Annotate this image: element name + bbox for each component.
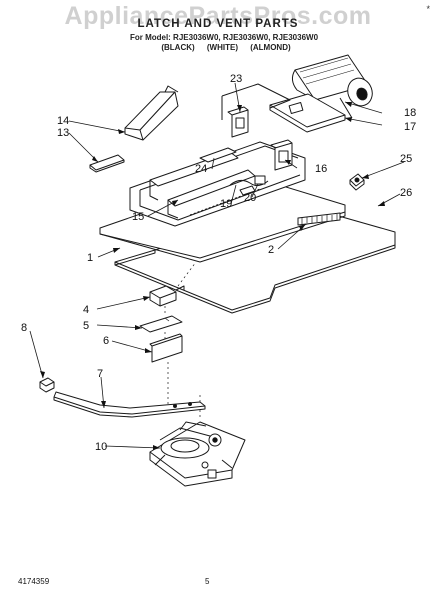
callout-26: 26 xyxy=(400,187,412,199)
callout-4: 4 xyxy=(83,304,89,316)
callout-20: 20 xyxy=(244,192,256,204)
callout-24: 24 xyxy=(195,163,207,175)
part-14-latch-bracket xyxy=(124,85,179,141)
callout-2: 2 xyxy=(268,244,274,256)
part-4-latch-switch xyxy=(149,285,185,307)
model-line: For Model: RJE3036W0, RJE3036W0, RJE3036… xyxy=(129,33,319,42)
callout-10: 10 xyxy=(95,441,107,453)
part-10-latch-assembly xyxy=(149,421,246,487)
callout-15: 15 xyxy=(132,211,144,223)
part-5-insulator xyxy=(139,315,183,333)
callout-13: 13 xyxy=(57,127,69,139)
part-18-blower-motor xyxy=(291,54,373,119)
leader-arrowheads xyxy=(40,102,385,450)
part-23-vent-bracket xyxy=(227,106,249,138)
callout-1: 1 xyxy=(87,252,93,264)
document-code: 4174359 xyxy=(18,577,50,586)
callout-5: 5 xyxy=(83,320,89,332)
part-7-latch-arm xyxy=(53,391,206,418)
part-2-connector-strip xyxy=(297,212,341,226)
callout-19: 19 xyxy=(220,198,232,210)
callout-6: 6 xyxy=(103,335,109,347)
part-25-clip xyxy=(349,173,365,191)
part-8-latch-knob xyxy=(39,377,55,393)
color-line: (BLACK) (WHITE) (ALMOND) xyxy=(161,43,291,52)
callout-18: 18 xyxy=(404,107,416,119)
page-number: 5 xyxy=(205,577,210,586)
page-title: LATCH AND VENT PARTS xyxy=(137,18,299,30)
watermark-text: AppliancePartsPros.com xyxy=(64,2,372,30)
part-13-clip xyxy=(89,154,125,173)
callout-14: 14 xyxy=(57,115,69,127)
callout-23: 23 xyxy=(230,73,242,85)
corner-mark: * xyxy=(426,4,430,14)
callout-25: 25 xyxy=(400,153,412,165)
part-17-motor-shield xyxy=(269,93,346,133)
callout-16: 16 xyxy=(315,163,327,175)
vent-back-plate xyxy=(221,83,291,120)
callout-17: 17 xyxy=(404,121,416,133)
part-6-shield xyxy=(149,333,183,363)
callout-8: 8 xyxy=(21,322,27,334)
callout-7: 7 xyxy=(97,368,103,380)
